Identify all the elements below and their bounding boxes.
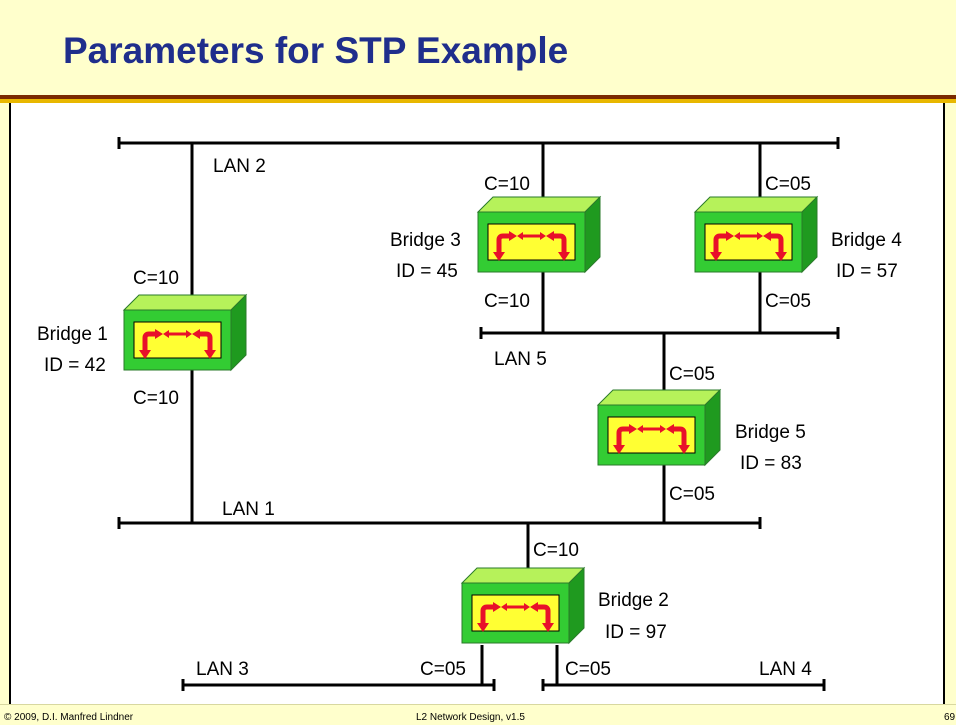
bridge3-cost-bottom: C=10	[484, 291, 530, 312]
footer-copyright: © 2009, D.I. Manfred Lindner	[4, 712, 134, 723]
bridge4-id: ID = 57	[836, 261, 898, 282]
bridge2-id: ID = 97	[605, 622, 667, 643]
header-rule	[0, 95, 956, 99]
bridge2-cost-left: C=05	[420, 659, 466, 680]
lan3-label: LAN 3	[196, 659, 249, 680]
page-title: Parameters for STP Example	[63, 30, 569, 71]
bridge2-cost-top: C=10	[533, 540, 579, 561]
bridge1-box	[124, 295, 246, 370]
bridge2-name: Bridge 2	[598, 590, 669, 611]
bridge2-box	[462, 568, 584, 643]
bridge1-name: Bridge 1	[37, 324, 108, 345]
bridge3-id: ID = 45	[396, 261, 458, 282]
bridge1-cost-bottom: C=10	[133, 388, 179, 409]
frame-right-line	[943, 103, 945, 704]
bridge3-box	[478, 197, 600, 272]
bridge5-id: ID = 83	[740, 453, 802, 474]
frame-left	[0, 103, 9, 704]
bridge5-box	[598, 390, 720, 465]
page-number: 69	[944, 712, 956, 723]
frame-right	[945, 103, 956, 704]
bridge3-cost-top: C=10	[484, 174, 530, 195]
bridge4-cost-top: C=05	[765, 174, 811, 195]
bridge5-cost-bottom: C=05	[669, 484, 715, 505]
slide-header: Parameters for STP Example	[0, 0, 956, 95]
bridge4-box	[695, 197, 817, 272]
lan5-label: LAN 5	[494, 349, 547, 370]
bridge1-cost-top: C=10	[133, 268, 179, 289]
bridge4-name: Bridge 4	[831, 230, 902, 251]
lan1-label: LAN 1	[222, 499, 275, 520]
bridge5-name: Bridge 5	[735, 422, 806, 443]
bridge2-cost-right: C=05	[565, 659, 611, 680]
bridge5-cost-top: C=05	[669, 364, 715, 385]
header-rule-accent	[0, 99, 956, 103]
footer-course: L2 Network Design, v1.5	[416, 712, 525, 723]
bridge1-id: ID = 42	[44, 355, 106, 376]
bridge3-name: Bridge 3	[390, 230, 461, 251]
slide-footer: © 2009, D.I. Manfred Lindner L2 Network …	[0, 704, 956, 725]
lan4-label: LAN 4	[759, 659, 812, 680]
frame-left-line	[9, 103, 11, 704]
bridge4-cost-bottom: C=05	[765, 291, 811, 312]
lan2-label: LAN 2	[213, 156, 266, 177]
